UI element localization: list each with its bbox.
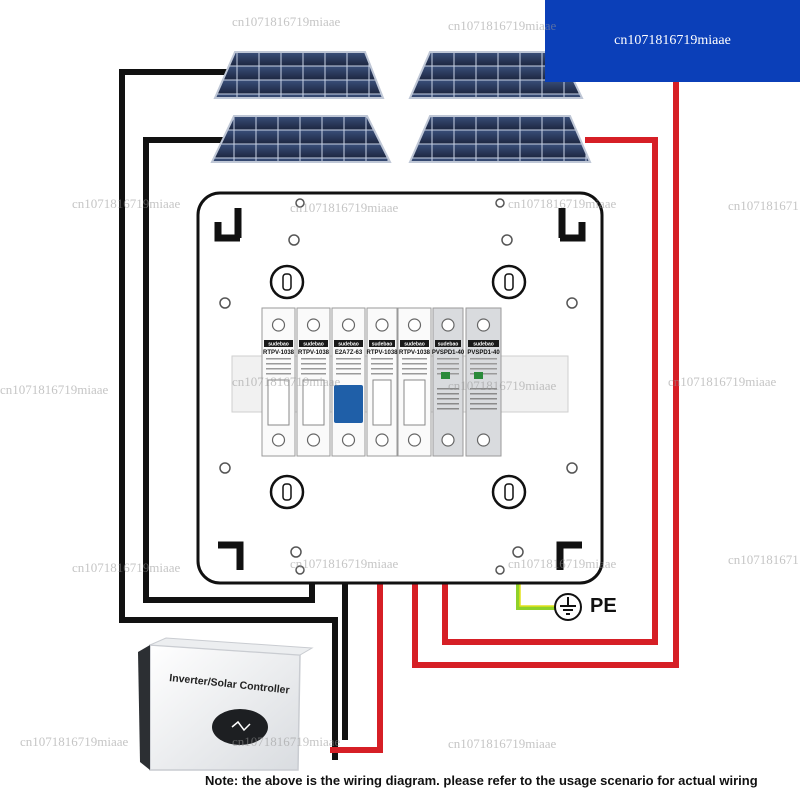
watermark: cn1071816719miaae (448, 18, 557, 33)
module-brand: sudebao (404, 342, 425, 348)
terminal-screw-icon (407, 318, 422, 332)
inverter-display (212, 709, 268, 745)
din-modules: sudebaoRTPV-1038sudebaoRTPV-1038sudebaoE… (261, 307, 502, 457)
terminal-screw-icon (271, 318, 286, 332)
negative-wire-outer (119, 69, 338, 760)
ground-label: PE (590, 595, 617, 617)
terminal-screw-icon (306, 318, 321, 332)
terminal-screw-icon (407, 433, 422, 447)
corner-bracket (218, 541, 244, 570)
terminal-screw-icon (476, 433, 491, 447)
watermark: cn1071816719miaae (232, 14, 341, 29)
terminal-screw-icon (441, 433, 455, 447)
cable-gland (491, 264, 527, 300)
module-model: PVSPD1-40 (432, 350, 465, 356)
cable-gland (269, 264, 305, 300)
watermark: cn1071816719miaae (72, 560, 181, 575)
terminal-screw-icon (341, 318, 356, 332)
screw (566, 462, 578, 474)
module-model: RTPV-1038 (366, 350, 398, 356)
watermark: cn1071816719miaae (668, 374, 777, 389)
module-model: RTPV-1038 (298, 350, 330, 356)
ground-icon (554, 593, 582, 621)
watermark: cn1071816719miaae (508, 196, 617, 211)
terminal-screw-icon (341, 433, 356, 447)
watermark-badge: cn1071816719miaae (545, 0, 800, 82)
module-model: PVSPD1-40 (467, 350, 500, 356)
screw (295, 198, 305, 208)
watermark: cn107181671 (728, 198, 799, 213)
solar-panel (408, 115, 592, 163)
watermark: cn1071816719miaae (72, 196, 181, 211)
watermark: cn1071816719miaae (232, 734, 341, 749)
solar-panel (210, 115, 392, 163)
solar-panel (213, 51, 385, 99)
module-model: RTPV-1038 (263, 350, 295, 356)
watermark: cn107181671 (728, 552, 799, 567)
inverter (138, 637, 314, 771)
module-brand: sudebao (438, 342, 459, 348)
module-brand: sudebao (303, 342, 324, 348)
screw (219, 462, 231, 474)
terminal-screw-icon (441, 318, 455, 332)
screw (501, 234, 513, 246)
watermark: cn1071816719miaae (232, 374, 341, 389)
screw (495, 198, 505, 208)
isolator-handle[interactable] (334, 385, 363, 423)
cable-gland (269, 474, 305, 510)
module-brand: sudebao (372, 342, 393, 348)
screw (495, 565, 505, 575)
terminal-screw-icon (375, 318, 389, 332)
module-model: RTPV-1038 (399, 350, 431, 356)
solar-panel (408, 51, 584, 99)
corner-bracket (556, 541, 582, 570)
module-brand: sudebao (473, 342, 494, 348)
corner-bracket (214, 222, 240, 242)
watermark: cn1071816719miaae (448, 378, 557, 393)
terminal-screw-icon (306, 433, 321, 447)
watermark: cn1071816719miaae (0, 382, 109, 397)
cable-gland (491, 474, 527, 510)
screw (295, 565, 305, 575)
watermark: cn1071816719miaae (508, 556, 617, 571)
watermark: cn1071816719miaae (290, 200, 399, 215)
module-brand: sudebao (338, 342, 359, 348)
module-brand: sudebao (268, 342, 289, 348)
corner-bracket (560, 222, 586, 242)
screw (290, 546, 302, 558)
screw (566, 297, 578, 309)
wiring-note: Note: the above is the wiring diagram. p… (205, 773, 758, 788)
watermark: cn1071816719miaae (20, 734, 129, 749)
watermark: cn1071816719miaae (448, 736, 557, 751)
module-model: E2A7Z-63 (335, 350, 363, 356)
screw (219, 297, 231, 309)
terminal-screw-icon (271, 433, 286, 447)
terminal-screw-icon (476, 318, 491, 332)
screw (288, 234, 300, 246)
screw (512, 546, 524, 558)
watermark: cn1071816719miaae (290, 556, 399, 571)
terminal-screw-icon (375, 433, 389, 447)
